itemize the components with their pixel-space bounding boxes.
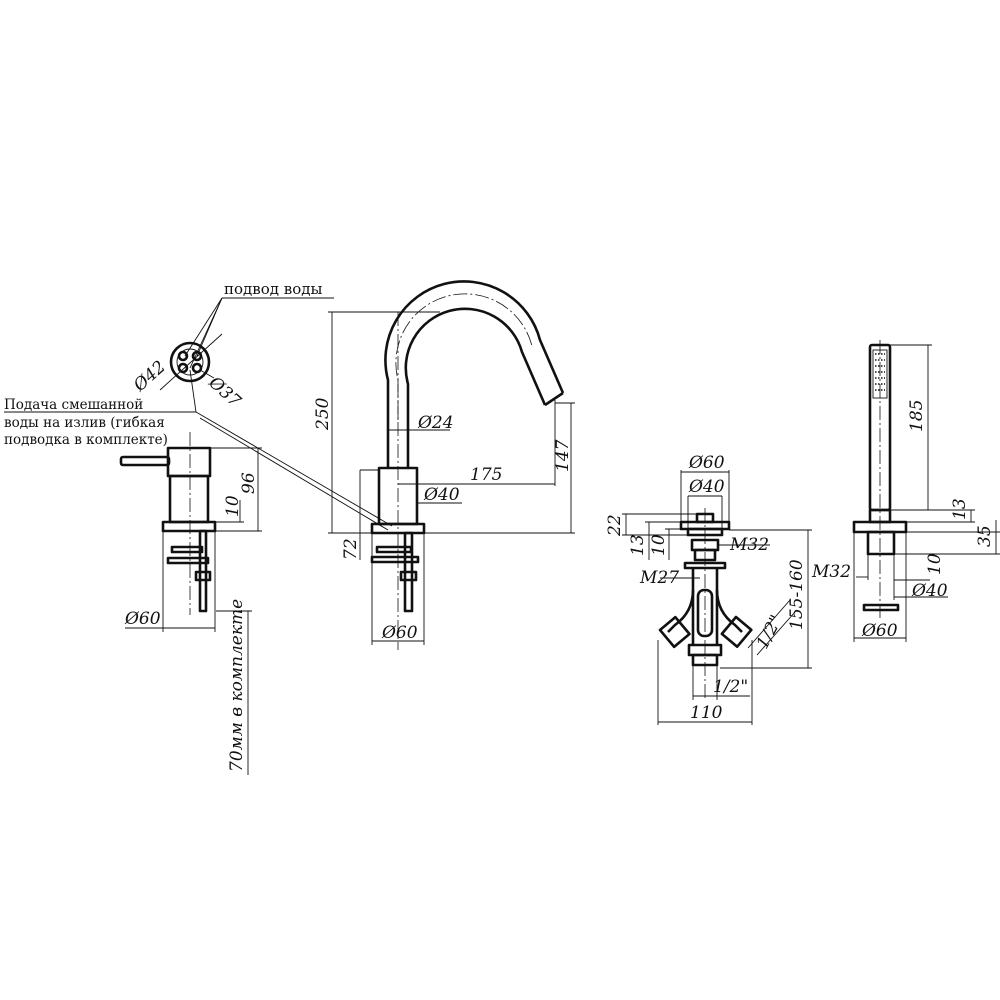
diverter-range: 155-160 (787, 559, 807, 630)
spout-base-diameter: Ø60 (381, 623, 418, 643)
spout-reach-175: 175 (470, 465, 502, 485)
spout-pipe-diameter: Ø24 (417, 413, 454, 433)
shower-thread-m32: M32 (811, 562, 851, 582)
diverter-h10: 10 (649, 534, 669, 556)
water-supply-label: подвод воды (224, 280, 322, 298)
spout-side-view (328, 280, 575, 650)
shower-handle-185: 185 (907, 400, 927, 432)
diverter-bottom-thread: 1/2" (713, 677, 748, 697)
spout-height-250: 250 (313, 397, 333, 431)
shower-h10: 10 (925, 553, 945, 575)
spout-outlet-147: 147 (553, 439, 573, 472)
top-diameter-42: Ø42 (129, 357, 170, 396)
mixer-height-96: 96 (239, 472, 259, 494)
mixer-side-view (119, 432, 262, 632)
diverter-top-diameter: Ø60 (688, 453, 725, 473)
hand-shower-view (852, 340, 1000, 642)
diverter-h13: 13 (628, 534, 648, 556)
top-diameter-37: Ø37 (204, 372, 245, 411)
diverter-thread-m32: M32 (729, 535, 769, 555)
mixed-water-leader (4, 369, 393, 531)
spout-below-72: 72 (341, 538, 361, 560)
shower-base-diameter: Ø60 (861, 621, 898, 641)
mixed-water-line2: воды на излив (гибкая (4, 415, 165, 431)
diverter-width-110: 110 (690, 703, 723, 723)
mixer-base-diameter: Ø60 (124, 609, 161, 629)
mixer-base-height-10: 10 (223, 495, 243, 517)
diverter-body-diameter: Ø40 (688, 477, 725, 497)
water-supply-leader (184, 297, 334, 369)
diverter-thread-m27: M27 (639, 568, 679, 588)
mixed-water-line3: подводка в комплекте) (4, 432, 168, 448)
spout-body-diameter: Ø40 (423, 485, 460, 505)
shower-h13: 13 (950, 498, 970, 520)
diverter-side-thread: 1/2" (753, 612, 787, 652)
length-included-note: 70мм в комплекте (227, 599, 247, 772)
shower-h35: 35 (975, 525, 995, 547)
diverter-view (622, 470, 812, 725)
diverter-h22: 22 (605, 514, 625, 537)
mixed-water-line1: Подача смешанной (4, 397, 143, 413)
shower-body-diameter: Ø40 (911, 581, 948, 601)
mixer-top-view (159, 333, 223, 391)
